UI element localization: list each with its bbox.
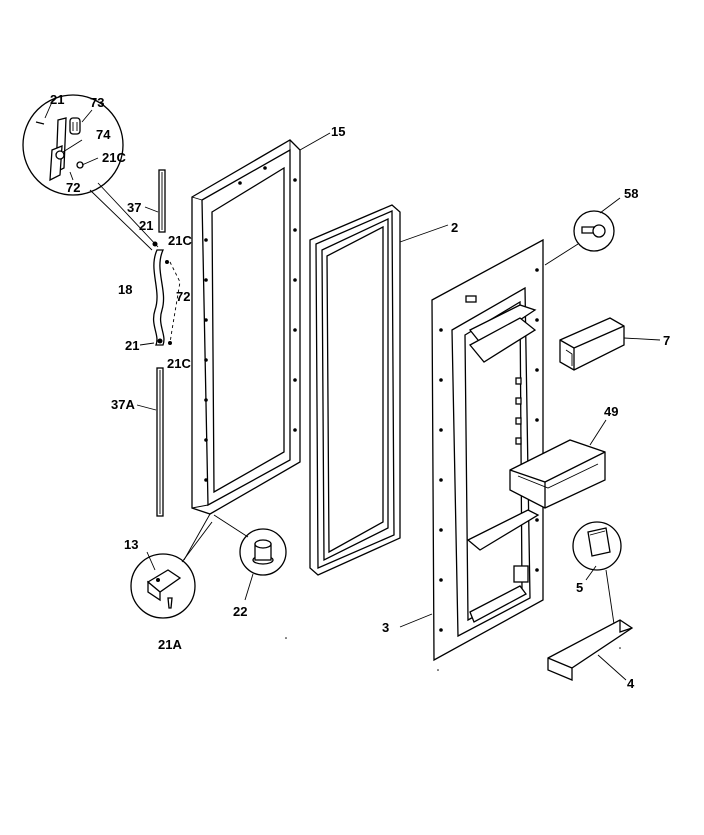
door-gasket-2 xyxy=(309,204,449,576)
label-4: 4 xyxy=(627,676,635,691)
dispenser-cover-7 xyxy=(559,317,661,371)
label-18: 18 xyxy=(118,282,132,297)
label-73: 73 xyxy=(90,95,104,110)
label-37: 37 xyxy=(127,200,141,215)
door-bin-49 xyxy=(509,419,607,509)
label-13: 13 xyxy=(124,537,138,552)
label-3: 3 xyxy=(382,620,389,635)
label-74: 74 xyxy=(96,127,111,142)
label-21a: 21A xyxy=(158,637,182,652)
label-21-mid: 21 xyxy=(139,218,153,233)
label-7: 7 xyxy=(663,333,670,348)
label-21c-mid: 21C xyxy=(168,233,192,248)
label-21-low: 21 xyxy=(125,338,139,353)
door-stop-22-callout xyxy=(239,528,287,601)
label-5: 5 xyxy=(576,580,583,595)
label-58: 58 xyxy=(624,186,638,201)
hinge-strip-37 xyxy=(144,169,166,233)
door-frame-15 xyxy=(183,132,331,561)
hinge-strip-37a xyxy=(136,367,164,517)
label-21c-low: 21C xyxy=(167,356,191,371)
door-liner-3 xyxy=(399,238,544,662)
label-2: 2 xyxy=(451,220,458,235)
screw-58-callout xyxy=(544,197,621,266)
label-72-mid: 72 xyxy=(176,289,190,304)
bottom-hinge-detail-callout xyxy=(130,521,213,619)
label-21-top: 21 xyxy=(50,92,64,107)
hinge-detail-callout xyxy=(22,94,159,251)
hinge-bracket-18 xyxy=(139,241,181,346)
label-22: 22 xyxy=(233,604,247,619)
label-21c-top: 21C xyxy=(102,150,126,165)
label-37a: 37A xyxy=(111,397,135,412)
label-72-top: 72 xyxy=(66,180,80,195)
label-15: 15 xyxy=(331,124,345,139)
label-49: 49 xyxy=(604,404,618,419)
pad-5-callout xyxy=(572,521,622,625)
bracket-4 xyxy=(547,619,634,681)
